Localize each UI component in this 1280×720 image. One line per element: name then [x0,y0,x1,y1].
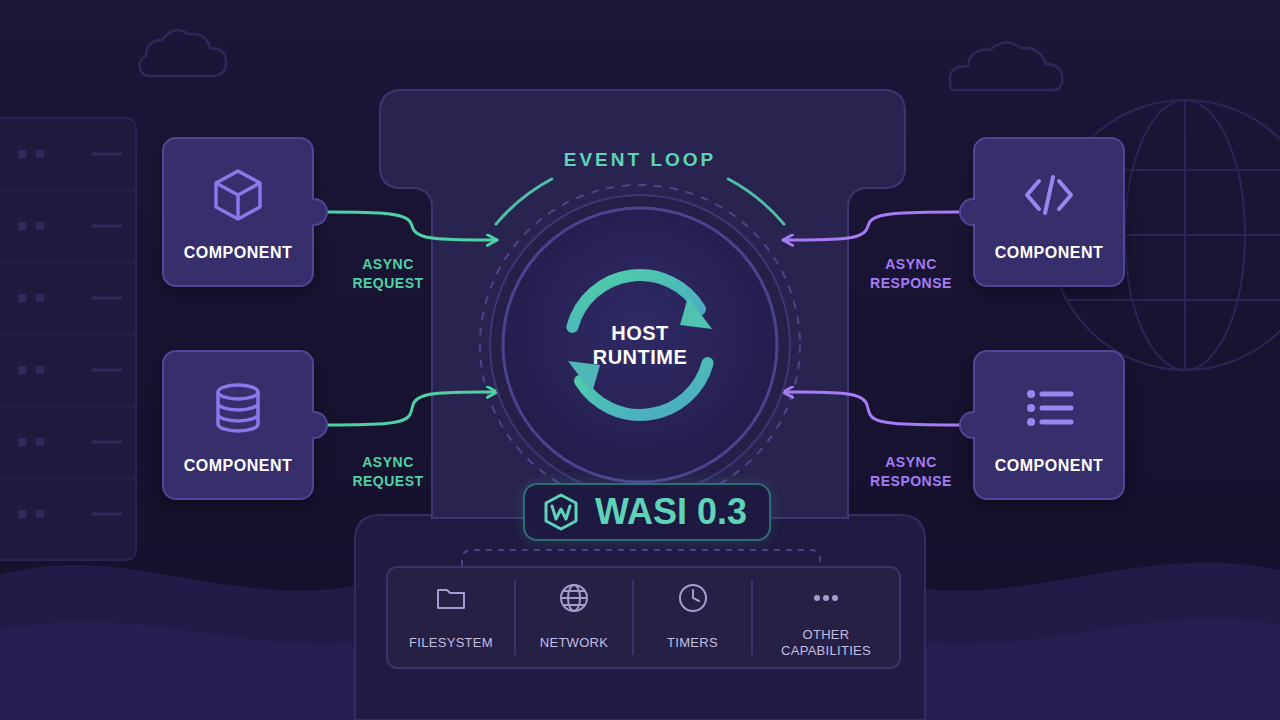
loop-icon [540,245,740,445]
decor-circle [832,595,838,601]
globe-icon [557,581,591,615]
component-box: COMPONENT [973,350,1125,500]
capability-cell: OTHER CAPABILITIES [752,567,900,668]
decor-circle [814,595,820,601]
decor-path [1042,394,1071,422]
clock-icon [676,581,710,615]
node-label: COMPONENT [995,243,1104,263]
decor-path [580,363,708,415]
puzzle-tab [312,198,328,226]
loop-label: EVENT LOOP [564,148,716,172]
decor-path [561,591,587,605]
decor-ellipse [218,385,258,399]
decor-path [680,297,712,329]
decor-rect [18,222,26,230]
puzzle-tab [959,411,975,439]
component-box: COMPONENT [162,137,314,287]
decor-rect [36,438,44,446]
edge-label: ASYNC RESPONSE [863,255,959,293]
edge-label: ASYNC RESPONSE [863,453,959,491]
decor-rect [18,294,26,302]
async-arrow [314,212,497,240]
async-arrow [314,392,497,425]
edge-label: ASYNC REQUEST [340,453,436,491]
decor-circle [490,195,790,495]
decor-circle [561,585,587,611]
circle-outline [500,205,780,485]
clouds [140,30,1063,90]
puzzle-tab [959,198,975,226]
puzzle-tab [312,411,328,439]
capability-label: TIMERS [667,635,718,651]
decor-path [900,562,1280,720]
host-panel [380,90,905,518]
db-icon [208,378,268,438]
capability-label: OTHER CAPABILITIES [771,627,881,659]
decor-circle [1027,390,1035,398]
loop-ring [480,185,800,505]
decor-path [0,190,136,478]
capability-label: NETWORK [540,635,609,651]
component-box: COMPONENT [162,350,314,500]
capability-cell: NETWORK [515,567,633,668]
async-arrow [783,392,973,425]
decor-rect [18,510,26,518]
decor-circle [503,208,777,482]
cube-icon [208,165,268,225]
version-label: WASI 0.3 [595,492,747,532]
decor-circle [823,595,829,601]
async-arrow [783,212,973,240]
decor-rect [18,438,26,446]
decor-path [552,506,570,519]
decor-path [572,275,700,327]
capability-cell: TIMERS [633,567,752,668]
decor-path [950,42,1062,90]
version-badge: WASI 0.3 [523,483,771,541]
tray-dividers [515,580,752,655]
decor-path [216,171,260,219]
capability-tray [387,567,900,668]
wasi-icon [541,492,581,532]
folder-icon [434,581,468,615]
node-label: COMPONENT [184,456,293,476]
component-box: COMPONENT [973,137,1125,287]
decor-path [1027,177,1071,213]
decor-circle [680,585,706,611]
decor-path [900,619,1280,720]
decor-rect [18,150,26,158]
node-label: COMPONENT [995,456,1104,476]
dots-icon [809,581,843,615]
node-label: COMPONENT [184,243,293,263]
host-runtime-circle: HOST RUNTIME [500,205,780,485]
decor-g [0,154,136,514]
decor-path [693,590,699,601]
decor-path [140,30,226,76]
server-rack [0,118,136,560]
decor-rect [36,222,44,230]
decor-rect [36,150,44,158]
dashed-bracket [462,550,820,566]
platform [355,515,925,720]
decor-path [0,621,380,720]
decor-rect [0,118,136,560]
decor-path [218,392,258,431]
decor-rect [36,294,44,302]
list-icon [1019,378,1079,438]
decor-path [438,590,464,608]
code-icon [1019,165,1079,225]
decor-rect [18,366,26,374]
capability-cell: FILESYSTEM [387,567,515,668]
decor-rect [36,366,44,374]
node-label: HOST RUNTIME [580,321,700,369]
edge-label: ASYNC REQUEST [340,255,436,293]
decor-circle [1027,418,1035,426]
decor-path [546,495,576,529]
decor-circle [1027,404,1035,412]
capability-label: FILESYSTEM [409,635,493,651]
decor-rect [36,510,44,518]
